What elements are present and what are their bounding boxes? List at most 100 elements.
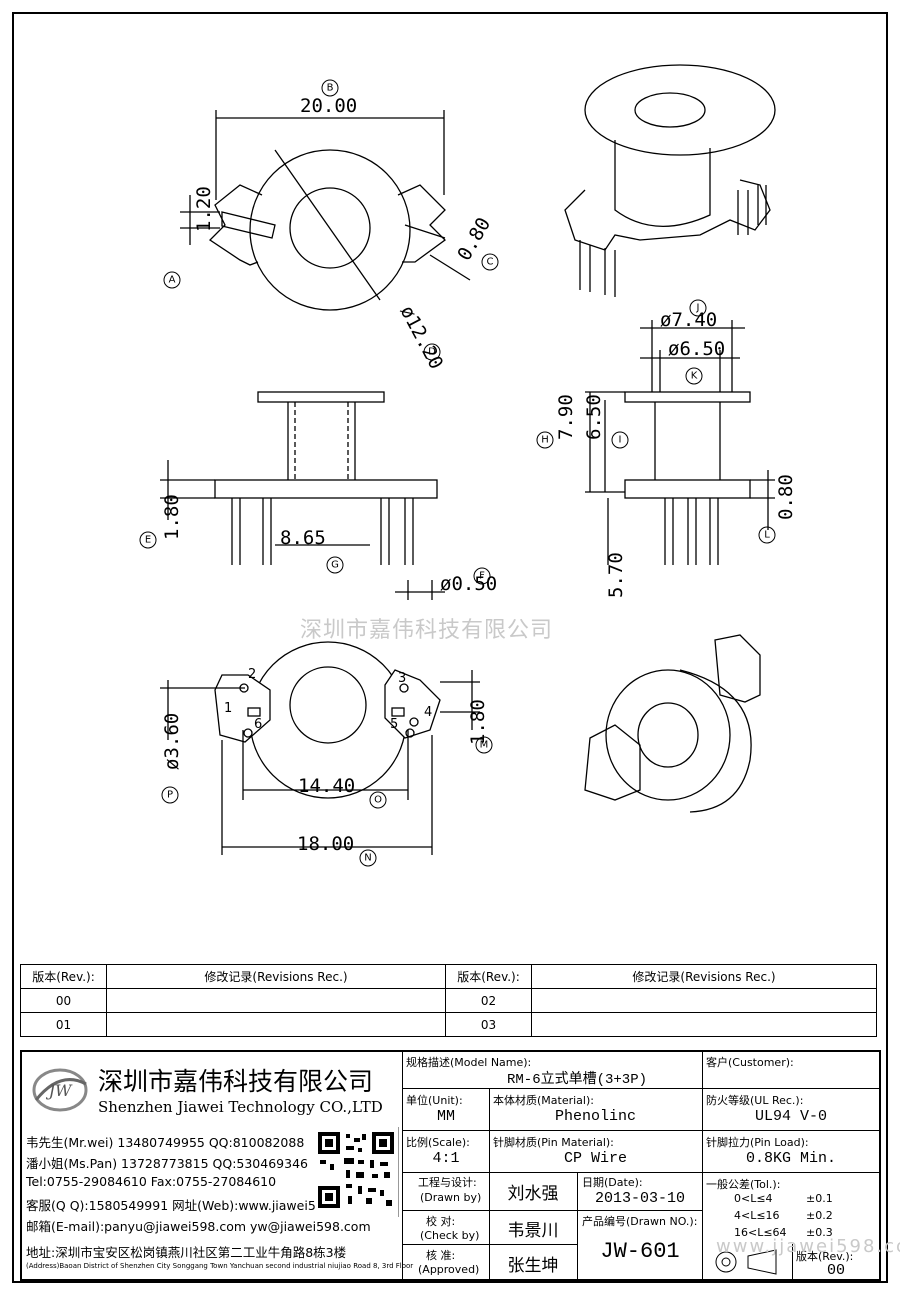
address-cn: 地址:深圳市宝安区松岗镇燕川社区第二工业牛角路8栋3楼 — [26, 1245, 347, 1260]
callout-circle — [139, 531, 157, 549]
callout-circle — [481, 253, 499, 271]
rev-cell: 03 — [445, 1012, 532, 1037]
ul-label: 防火等级(UL Rec.): — [706, 1094, 804, 1107]
watermark-url: www.jjawei598.com — [716, 1236, 900, 1257]
pin-number: 3 — [398, 671, 406, 686]
pin-number: 4 — [424, 705, 432, 720]
technical-drawing: 20.00B1.20A0.80Cø12.20Dø7.40Jø6.50K7.90H… — [139, 64, 797, 867]
divider — [402, 1172, 879, 1173]
drawn-label: 工程与设计: — [418, 1176, 477, 1189]
callout-label: N — [364, 853, 371, 864]
rev-label: 版本(Rev.): — [796, 1250, 854, 1263]
check-label-en: (Check by) — [420, 1229, 480, 1242]
projection-icon — [715, 1249, 777, 1275]
qr-code-icon — [316, 1130, 396, 1210]
revision-table: 版本(Rev.): 修改记录(Revisions Rec.) 版本(Rev.):… — [20, 964, 877, 1037]
callout-label: K — [691, 371, 698, 382]
rec-cell — [531, 988, 877, 1013]
divider — [402, 1088, 879, 1089]
dimension-j: ø7.40 — [660, 309, 717, 331]
callout-circle — [689, 299, 707, 317]
tol-value: ±0.1 — [806, 1192, 833, 1205]
tol-range: 16<L≤64 — [734, 1226, 787, 1239]
tol-value: ±0.2 — [806, 1209, 833, 1222]
divider — [402, 1210, 702, 1211]
callout-circle — [369, 791, 387, 809]
unit-label: 单位(Unit): — [406, 1094, 463, 1107]
tol-value: ±0.3 — [806, 1226, 833, 1239]
table-row: 版本(Rev.): 修改记录(Revisions Rec.) 版本(Rev.):… — [20, 964, 877, 989]
top-view — [180, 110, 471, 311]
material-value: Phenolinc — [554, 1108, 636, 1125]
rec-cell — [106, 988, 446, 1013]
rev-cell: 00 — [20, 988, 107, 1013]
dimension-o: 14.40 — [298, 775, 355, 797]
date-value: 2013-03-10 — [594, 1190, 685, 1207]
side-view — [585, 320, 775, 565]
approved-value: 张生坤 — [507, 1256, 559, 1276]
callout-circle — [758, 526, 776, 544]
divider — [577, 1172, 578, 1279]
model-label: 规格描述(Model Name): — [406, 1056, 532, 1069]
dimension-l: 0.80 — [775, 474, 797, 520]
logo: JW — [30, 1060, 90, 1120]
rev-value: 00 — [826, 1262, 845, 1279]
callout-label: O — [374, 795, 382, 806]
tol-range: 0<L≤4 — [734, 1192, 773, 1205]
drawn-no-label: 产品编号(Drawn NO.): — [582, 1215, 698, 1228]
tol-label: 一般公差(Tol.): — [706, 1178, 781, 1191]
approved-label-en: (Approved) — [418, 1263, 480, 1276]
divider — [402, 1052, 403, 1279]
divider — [489, 1088, 490, 1279]
rec-cell — [106, 1012, 446, 1037]
callout-label: P — [167, 790, 173, 801]
callout-circle — [326, 556, 344, 574]
table-row: 00 02 — [20, 988, 877, 1013]
front-view — [160, 391, 445, 600]
callout-circle — [163, 271, 181, 289]
callout-label: G — [331, 560, 339, 571]
callout-label: L — [764, 530, 770, 541]
check-value: 韦景川 — [507, 1221, 559, 1241]
dimension-i: 6.50 — [583, 394, 605, 440]
callout-circle — [321, 79, 339, 97]
title-block: JW 深圳市嘉伟科技有限公司 Shenzhen Jiawei Technolog… — [20, 1050, 881, 1281]
drawn-value: 刘水强 — [507, 1184, 559, 1204]
rec-header: 修改记录(Revisions Rec.) — [531, 964, 877, 989]
callout-circle — [359, 849, 377, 867]
dimension-n: 18.00 — [297, 833, 354, 855]
projection-symbol — [708, 1248, 788, 1276]
callout-circle — [475, 736, 493, 754]
callout-label: E — [145, 535, 151, 546]
callout-label: H — [541, 435, 549, 446]
model-value: RM-6立式单槽(3+3P) — [506, 1072, 647, 1088]
callout-circle — [161, 786, 179, 804]
ul-value: UL94 V-0 — [754, 1108, 827, 1125]
pin-number: 6 — [254, 717, 262, 732]
iso-view-top — [564, 64, 776, 297]
bottom-view — [160, 641, 480, 855]
approved-label: 核 准: — [426, 1249, 456, 1262]
callout-label: B — [327, 83, 334, 94]
rev-header: 版本(Rev.): — [20, 964, 107, 989]
dimension-d: ø12.20 — [396, 302, 448, 373]
material-label: 本体材质(Material): — [493, 1094, 594, 1107]
check-label: 校 对: — [426, 1215, 456, 1228]
divider — [402, 1244, 577, 1245]
callout-label: M — [480, 740, 489, 751]
contact-line: 客服(Q Q):1580549991 网址(Web):www.jiawei598… — [26, 1198, 363, 1213]
dimension-k: ø6.50 — [668, 338, 725, 360]
dimension-f: ø0.50 — [440, 573, 497, 595]
contact-line: 邮箱(E-mail):panyu@jiawei598.com yw@jiawei… — [26, 1219, 371, 1234]
dimension-m: 1.80 — [467, 699, 489, 745]
divider — [398, 1127, 399, 1217]
divider — [792, 1244, 793, 1279]
dimension-a: 1.20 — [193, 186, 215, 232]
drawn-label-en: (Drawn by) — [420, 1191, 482, 1204]
callout-label: A — [169, 275, 176, 286]
pin-number: 5 — [390, 717, 398, 732]
callout-label: D — [428, 347, 436, 358]
scale-value: 4:1 — [432, 1150, 460, 1167]
callout-circle — [536, 431, 554, 449]
pin-load-label: 针脚拉力(Pin Load): — [706, 1136, 809, 1149]
